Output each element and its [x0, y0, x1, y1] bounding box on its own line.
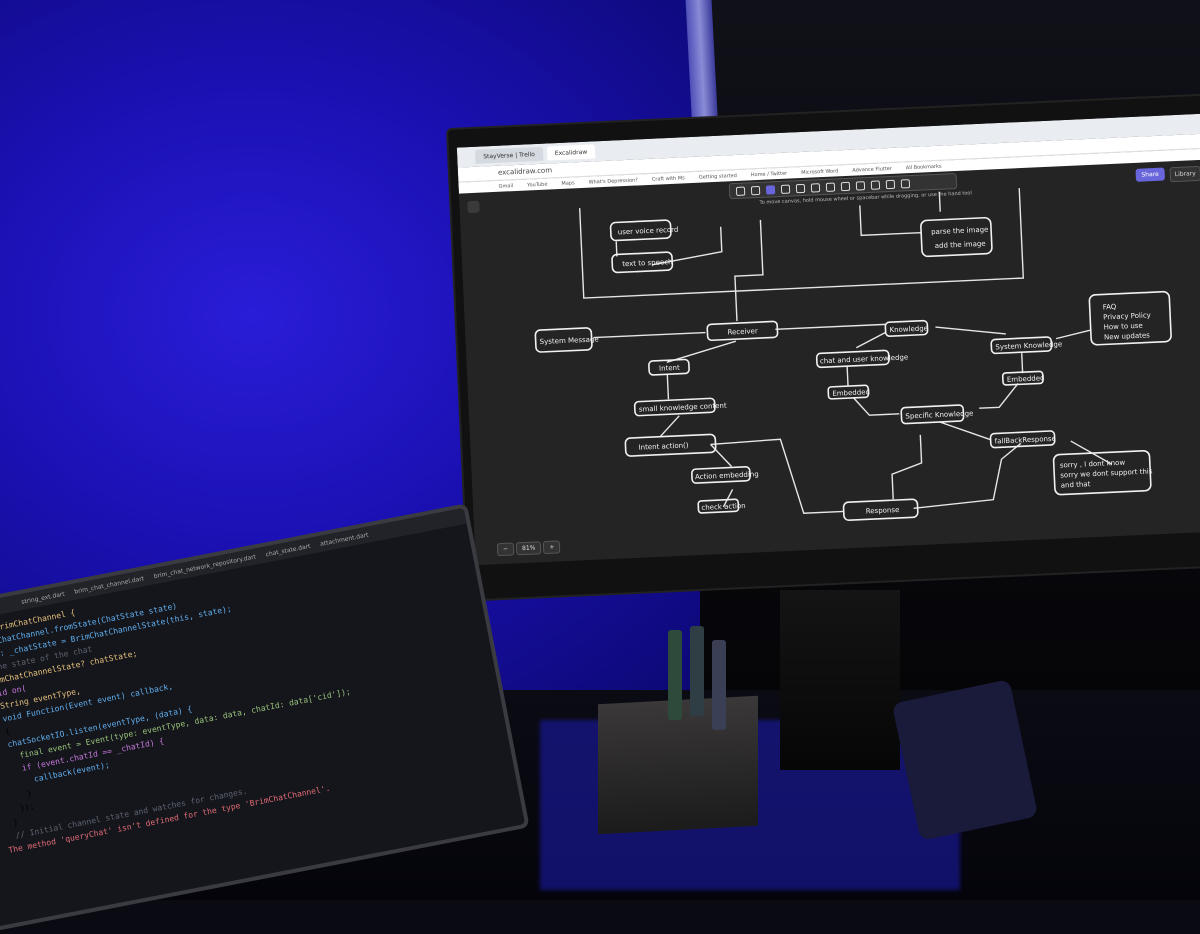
svg-text:How to use: How to use [1103, 322, 1142, 332]
edge [846, 366, 849, 387]
url-text: excalidraw.com [497, 166, 553, 177]
node-response[interactable]: Response [842, 498, 919, 522]
svg-text:Privacy Policy: Privacy Policy [1103, 311, 1151, 321]
svg-text:fallBackResponse: fallBackResponse [995, 435, 1057, 446]
node-intent-action[interactable]: Intent action() [624, 433, 717, 457]
svg-text:and that: and that [1061, 480, 1091, 489]
edge [666, 340, 737, 363]
edge [853, 397, 900, 416]
tab-excalidraw[interactable]: Excalidraw [546, 144, 596, 161]
node-user-voice-record[interactable]: user voice record [609, 219, 679, 242]
svg-text:text to speech: text to speech [622, 258, 673, 268]
svg-text:add the image: add the image [935, 240, 986, 250]
bookmark-all[interactable]: All Bookmarks [905, 163, 942, 172]
marker [712, 640, 726, 730]
edge [1021, 353, 1024, 374]
svg-text:FAQ: FAQ [1103, 303, 1117, 312]
zoom-level[interactable]: 81% [515, 541, 542, 556]
edge [659, 415, 680, 438]
edge [855, 331, 886, 349]
bookmark[interactable]: Craft with Ms [651, 175, 685, 183]
node-faq[interactable]: FAQ Privacy Policy How to use New update… [1088, 290, 1172, 346]
svg-text:Specific Knowledge: Specific Knowledge [905, 409, 973, 420]
edge [938, 191, 941, 212]
svg-text:parse the image: parse the image [931, 226, 989, 237]
edge [710, 438, 844, 514]
edge [593, 331, 706, 339]
node-system-knowledge[interactable]: System Knowledge [990, 336, 1062, 355]
edge [652, 226, 723, 266]
svg-text:System Knowledge: System Knowledge [995, 340, 1062, 351]
edge [734, 219, 764, 322]
svg-text:sorry , I dont know: sorry , I dont know [1060, 459, 1126, 470]
node-embedded[interactable]: Embedded [1001, 370, 1045, 386]
monitor-stand [780, 590, 900, 770]
edge [935, 326, 1006, 335]
edge [666, 374, 670, 400]
node-check-action[interactable]: check action [697, 498, 746, 514]
edge [710, 443, 733, 467]
node-text-to-speech[interactable]: text to speech [611, 251, 674, 274]
svg-text:Embedded: Embedded [1007, 374, 1045, 384]
svg-text:user voice record: user voice record [618, 226, 679, 237]
svg-text:small knowledge content: small knowledge content [639, 402, 727, 414]
svg-text:Intent action(): Intent action() [638, 441, 689, 451]
svg-text:System Message: System Message [540, 335, 599, 346]
node-specific-knowledge[interactable]: Specific Knowledge [900, 404, 974, 425]
tab-label: Excalidraw [554, 148, 588, 157]
node-receiver[interactable]: Receiver [706, 320, 779, 342]
svg-text:chat and user knowledge: chat and user knowledge [820, 353, 909, 365]
svg-text:Intent: Intent [659, 364, 680, 373]
bookmark[interactable]: YouTube [527, 181, 548, 189]
svg-text:New updates: New updates [1104, 331, 1150, 341]
bookmark[interactable]: Getting started [698, 172, 737, 181]
svg-text:Embedded: Embedded [832, 388, 870, 398]
bookmark[interactable]: What's Depression? [588, 177, 639, 186]
edge [722, 489, 734, 508]
node-embedded[interactable]: Embedded [827, 384, 870, 400]
tab-label: StayVerse | Trello [483, 150, 535, 160]
flow-diagram: user voice record text to speech parse t… [534, 188, 1172, 522]
edge [775, 323, 886, 331]
node-sorry[interactable]: sorry , I dont know sorry we dont suppor… [1052, 449, 1153, 496]
svg-text:Action embedding: Action embedding [695, 470, 759, 481]
bookmark[interactable]: Gmail [498, 183, 514, 190]
edge [979, 382, 1019, 409]
container-outline [578, 188, 1025, 299]
node-intent[interactable]: Intent [648, 358, 690, 376]
tab-trello[interactable]: StayVerse | Trello [474, 146, 544, 164]
marker [668, 630, 682, 720]
edge [859, 205, 922, 237]
node-parse-image[interactable]: parse the image add the image [920, 216, 993, 258]
svg-text:Response: Response [866, 506, 900, 516]
edge [891, 434, 923, 500]
edge [1055, 329, 1091, 340]
bookmark[interactable]: Home / Twitter [750, 170, 788, 179]
bookmark[interactable]: Advance Flutter [852, 165, 893, 174]
zoom-in-button[interactable]: + [543, 540, 561, 555]
svg-text:sorry we dont support this: sorry we dont support this [1060, 467, 1153, 479]
node-chat-user-knowledge[interactable]: chat and user knowledge [815, 349, 909, 369]
edge [913, 442, 1022, 509]
zoom-out-button[interactable]: − [496, 542, 515, 557]
bookmark[interactable]: Maps [561, 180, 575, 187]
edge [939, 421, 991, 441]
node-system-message[interactable]: System Message [534, 327, 599, 353]
monitor: StayVerse | Trello Excalidraw excalidraw… [448, 95, 1200, 600]
monitor-screen: StayVerse | Trello Excalidraw excalidraw… [456, 113, 1200, 566]
node-fallback-response[interactable]: fallBackResponse [989, 430, 1057, 449]
bookmark[interactable]: Microsoft Word [801, 168, 839, 177]
marker [690, 626, 704, 716]
node-action-embedding[interactable]: Action embedding [691, 466, 759, 484]
node-knowledge[interactable]: Knowledge [884, 319, 929, 337]
excalidraw-canvas[interactable]: To move canvas, hold mouse wheel or spac… [458, 159, 1200, 566]
svg-text:Receiver: Receiver [727, 327, 758, 336]
svg-text:Knowledge: Knowledge [889, 324, 928, 334]
svg-text:check action: check action [701, 502, 746, 512]
node-small-knowledge-content[interactable]: small knowledge content [633, 397, 728, 417]
